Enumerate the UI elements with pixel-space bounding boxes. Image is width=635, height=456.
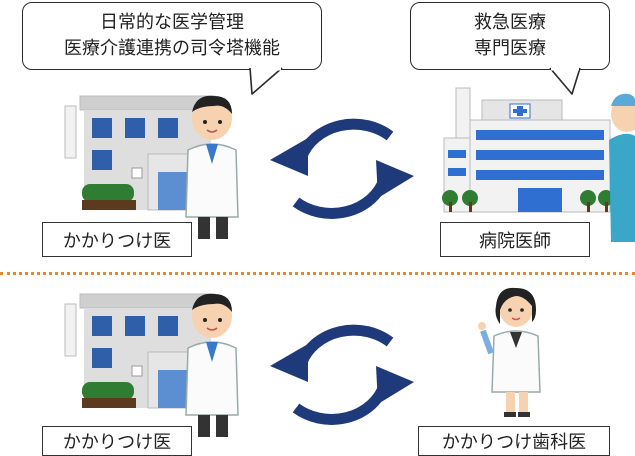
hospital-doctor-icon	[609, 93, 635, 242]
bubble-line-2: 医療介護連携の司令塔機能	[64, 38, 280, 59]
bottom-right-label: かかりつけ歯科医	[418, 426, 610, 456]
cycle-arrows-icon	[270, 118, 414, 219]
cycle-arrows-icon	[270, 324, 414, 425]
section-divider	[0, 272, 635, 275]
bubble-line-2: 専門医療	[474, 38, 546, 59]
top-left-label: かかりつけ医	[42, 222, 192, 257]
male-doctor-icon	[185, 293, 239, 437]
left-speech-bubble: 日常的な医学管理 医療介護連携の司令塔機能	[22, 2, 322, 70]
bottom-left-label: かかりつけ医	[42, 426, 192, 456]
female-dentist-icon	[478, 287, 541, 417]
bubble-line-1: 救急医療	[474, 12, 546, 33]
top-right-label: 病院医師	[440, 222, 590, 257]
hospital-building-icon	[442, 87, 614, 213]
right-speech-bubble: 救急医療 専門医療	[410, 2, 610, 70]
male-doctor-icon	[185, 95, 239, 239]
bubble-line-1: 日常的な医学管理	[100, 12, 244, 33]
